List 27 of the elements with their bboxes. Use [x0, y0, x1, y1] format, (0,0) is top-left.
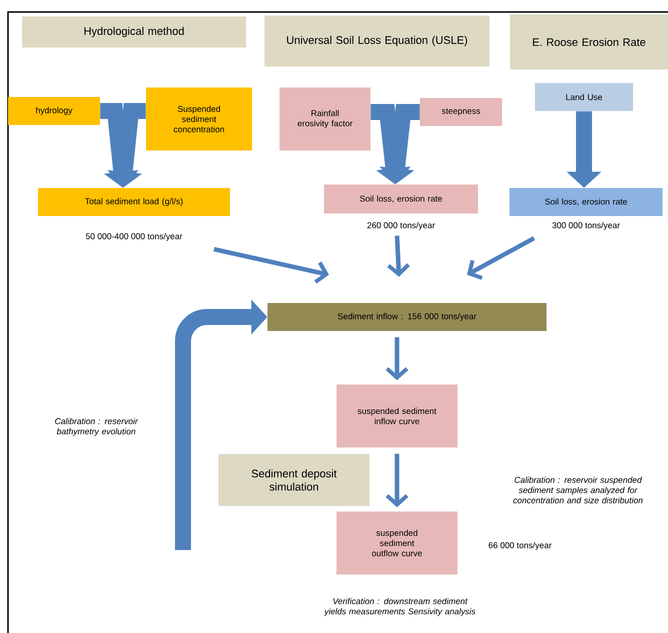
input-box: Suspended sediment concentration: [146, 88, 252, 150]
note-text: Calibration : reservoir bathymetry evolution: [55, 418, 138, 436]
simulation-box: Sediment deposit simulation: [218, 454, 370, 506]
curve-box: suspended sediment inflow curve: [336, 384, 458, 448]
result-box: Soil loss, erosion rate: [324, 184, 478, 214]
curve-box: suspended sediment outflow curve: [336, 512, 458, 574]
method-header: Hydrological method: [22, 16, 246, 48]
annotation-text: 260 000 tons/year: [367, 222, 435, 230]
input-box: hydrology: [8, 97, 100, 125]
result-box: Soil loss, erosion rate: [510, 188, 662, 216]
inflow-box: Sediment inflow : 156 000 tons/year: [268, 303, 546, 331]
arrow: [387, 236, 410, 277]
method-header: Universal Soil Loss Equation (USLE): [264, 16, 490, 66]
arrow: [386, 337, 408, 380]
note-text: Calibration : reservoir suspended sediment samples analyzed for concentration and size distribution: [513, 476, 643, 504]
arrow: [386, 454, 408, 508]
input-box: Rainfall erosivity factor: [280, 88, 370, 150]
annotation-text: 66 000 tons/year: [488, 542, 552, 550]
annotation-text: 50 000-400 000 tons/year: [86, 233, 182, 241]
annotation-text: 300 000 tons/year: [552, 222, 620, 230]
arrow: [214, 247, 329, 284]
input-box: Land Use: [535, 83, 633, 111]
arrow: [467, 236, 536, 280]
result-box: Total sediment load (g/l/s): [38, 188, 230, 216]
input-box: steepness: [420, 98, 502, 126]
note-text: Verification : downstream sediment yields measurements Sensivity analysis: [324, 598, 476, 616]
method-header: E. Roose Erosion Rate: [510, 14, 668, 70]
